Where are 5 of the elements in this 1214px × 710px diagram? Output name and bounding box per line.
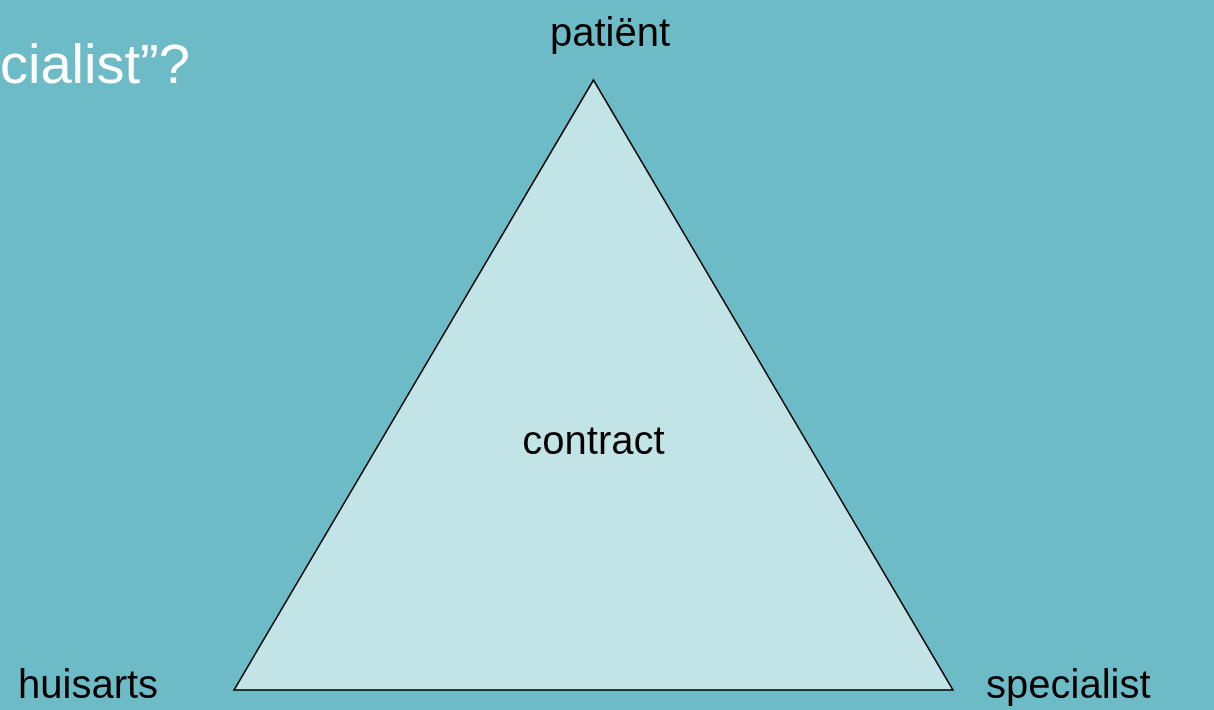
triangle-label: contract xyxy=(522,418,665,462)
vertex-label: patiënt xyxy=(549,12,671,52)
vertex-label: huisarts xyxy=(18,664,159,704)
vertex-label: specialist xyxy=(986,664,1151,704)
slide-title: cialist”? xyxy=(0,36,190,92)
